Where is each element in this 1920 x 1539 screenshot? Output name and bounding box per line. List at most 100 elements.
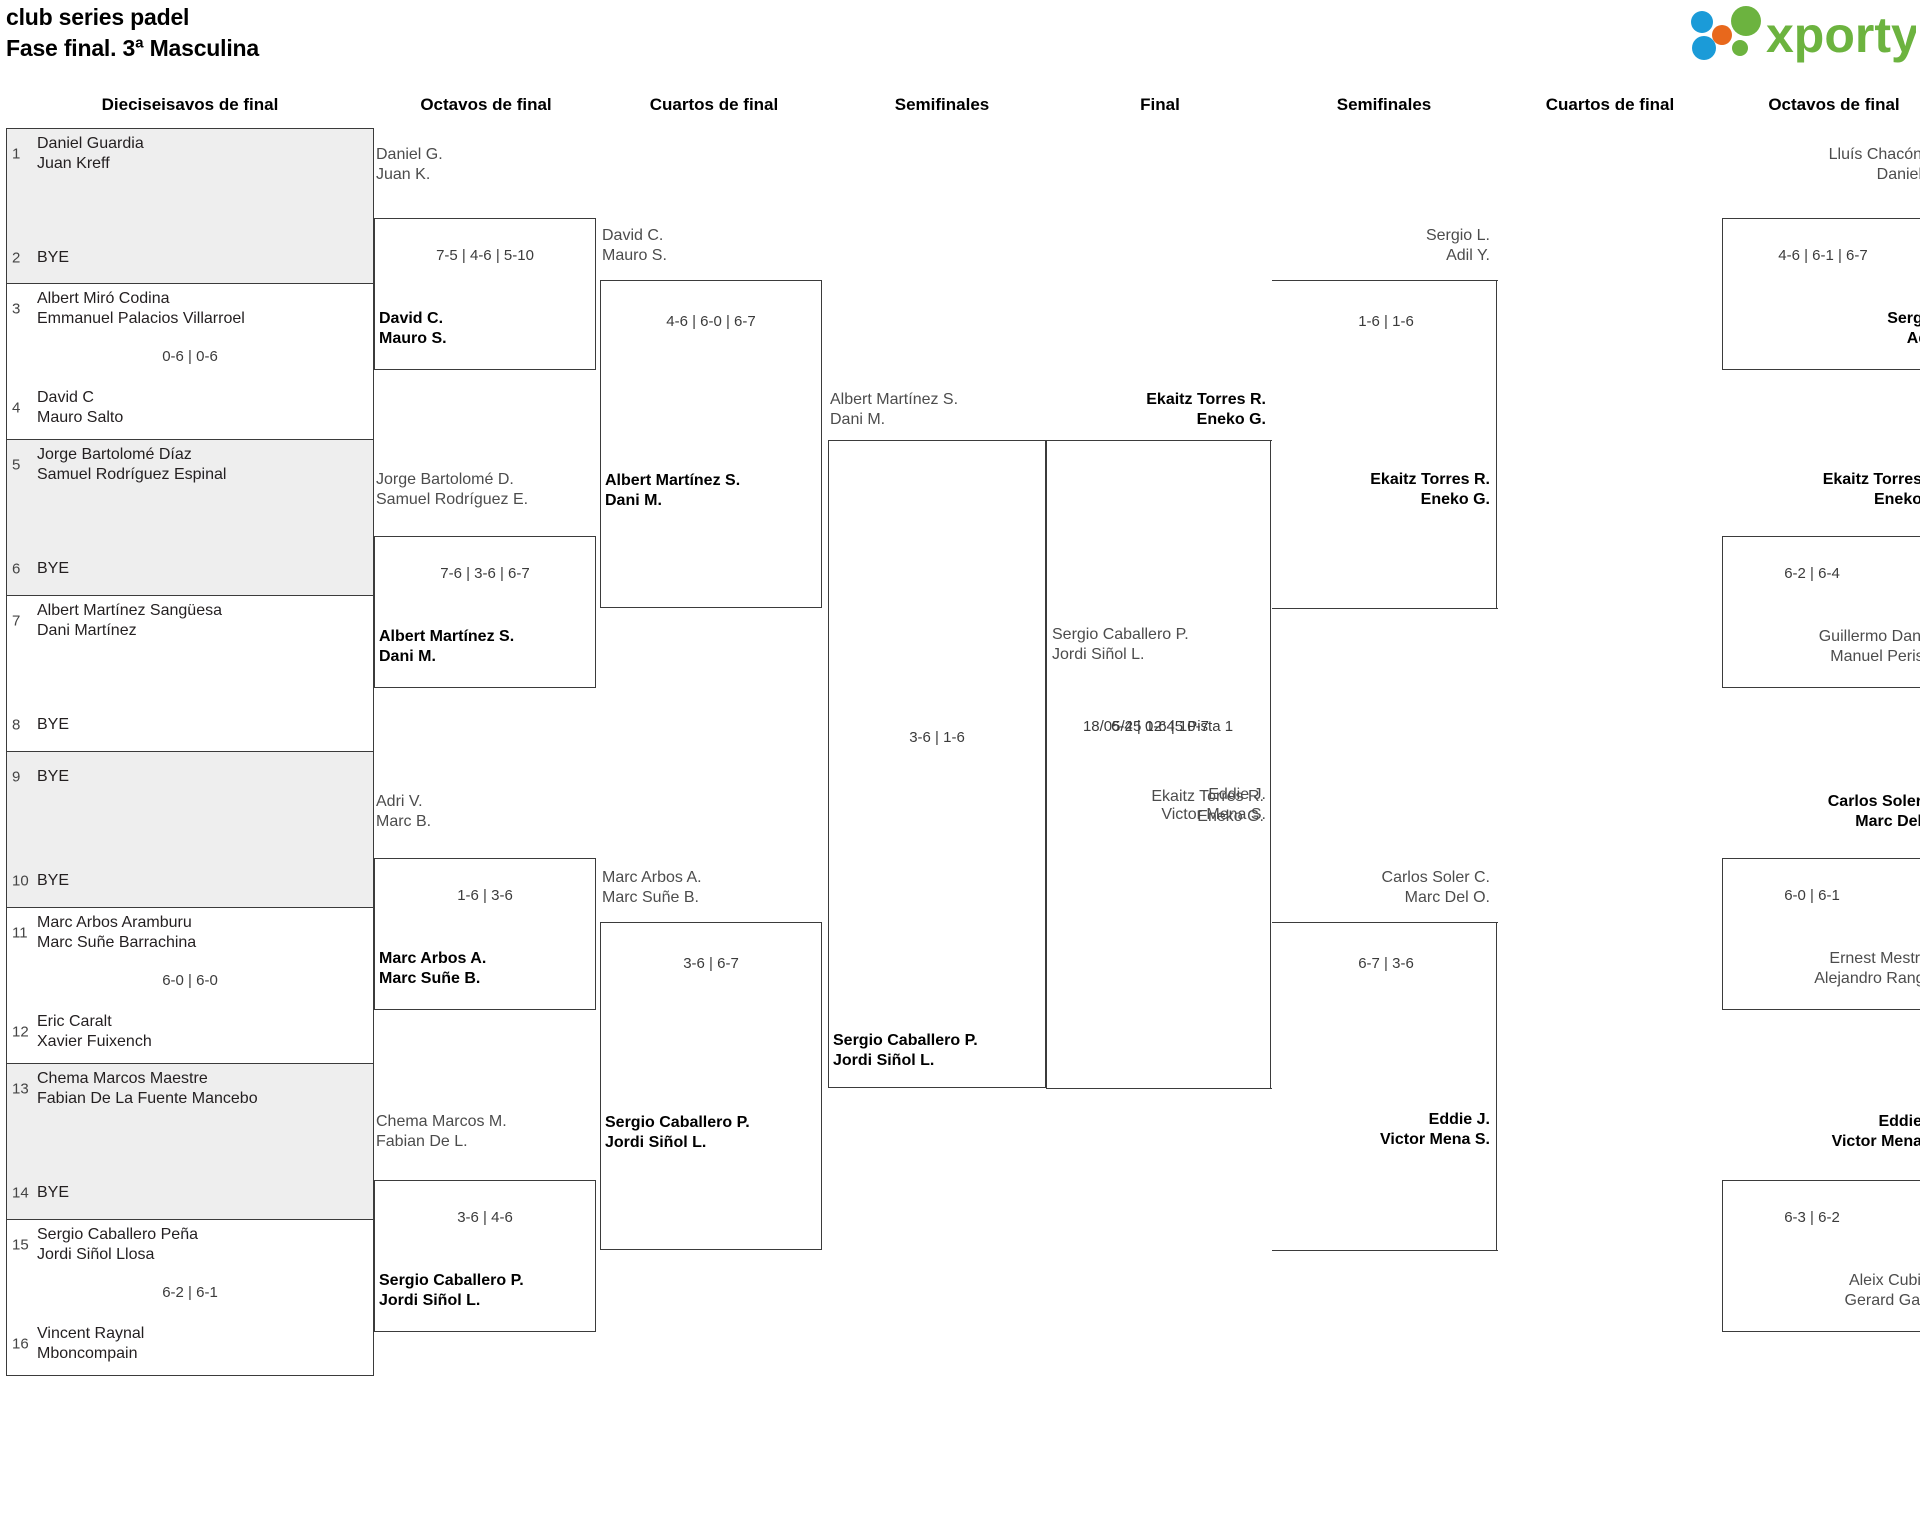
seed-number: 2 xyxy=(12,249,21,267)
match-r16r4[interactable]: 6-3 | 6-2 Aleix CubilloGerard Gaya xyxy=(1722,1180,1920,1332)
round-header-octavos-left: Octavos de final xyxy=(420,95,552,114)
match-r16l1[interactable]: 7-5 | 4-6 | 5-10 David C.Mauro S. xyxy=(374,218,596,370)
sfr1-top-connector xyxy=(1046,440,1272,442)
sfr1-bottom-connector xyxy=(1046,1088,1272,1090)
match-r16l1-score: 7-5 | 4-6 | 5-10 xyxy=(436,247,534,264)
match-r16r1-winner: SergioAdil xyxy=(1887,310,1920,347)
match-qfr1-winner: Ekaitz Torres R.Eneko G. xyxy=(1370,471,1490,508)
match-r16l2-winner: Albert Martínez S.Dani M. xyxy=(379,628,515,665)
seed-number: 9 xyxy=(12,768,21,786)
match-final-schedule: 18/05/25 12:45 Pista 1 xyxy=(1082,718,1234,735)
match-final-team-bottom: Ekaitz Torres R.Eneko G. xyxy=(1151,788,1264,825)
match-r16l4[interactable]: 3-6 | 4-6 Sergio Caballero P.Jordi Siñol… xyxy=(374,1180,596,1332)
match-r16r3[interactable]: 6-0 | 6-1 Ernest MestresAlejandro Rangel xyxy=(1722,858,1920,1010)
seed-match-score: 6-0 | 6-0 xyxy=(162,972,218,989)
seed-slot: 8 BYE xyxy=(7,702,373,748)
match-r16l2[interactable]: 7-6 | 3-6 | 6-7 Albert Martínez S.Dani M… xyxy=(374,536,596,688)
round-header-cuartos-left: Cuartos de final xyxy=(649,95,779,114)
qfr2-bottom-connector xyxy=(1272,1250,1498,1252)
seed-number: 4 xyxy=(12,399,21,417)
seed-number: 8 xyxy=(12,716,21,734)
seed-team-names: BYE xyxy=(37,1184,70,1201)
seed-team-names: BYE xyxy=(37,872,70,889)
match-r16r3-score: 6-0 | 6-1 xyxy=(1784,887,1840,904)
match-sfr1-score: 6-4 | 0-6 | 10-7 xyxy=(1111,718,1209,735)
round-header-final: Final xyxy=(1140,95,1180,114)
final-divider-left xyxy=(1046,440,1048,1088)
match-qfl1-winner: Albert Martínez S.Dani M. xyxy=(605,472,741,509)
logo-dot-orange xyxy=(1712,25,1732,45)
match-qfr2-winner: Eddie J.Victor Mena S. xyxy=(1380,1111,1490,1148)
match-r16l3-loser: Adri V.Marc B. xyxy=(376,793,432,830)
seed-slot: 14 BYE xyxy=(7,1170,373,1216)
seed-number: 13 xyxy=(12,1080,29,1098)
match-sfl1-winner: Sergio Caballero P.Jordi Siñol L. xyxy=(833,1032,978,1069)
seed-number: 7 xyxy=(12,612,21,630)
match-sfr1-winner: Ekaitz Torres R.Eneko G. xyxy=(1146,391,1266,428)
logo-dot-green-big xyxy=(1731,6,1761,36)
seed-number: 6 xyxy=(12,560,21,578)
match-r16l3[interactable]: 1-6 | 3-6 Marc Arbos A.Marc Suñe B. xyxy=(374,858,596,1010)
round-header-dieciseisavos-left: Dieciseisavos de final xyxy=(101,95,279,114)
match-r16r2-loser: Guillermo DanielManuel Periset xyxy=(1818,628,1920,665)
seed-number: 14 xyxy=(12,1184,29,1202)
qfr1-top-connector xyxy=(1272,280,1498,282)
seed-number: 1 xyxy=(12,145,21,163)
seed-match-score: 6-2 | 6-1 xyxy=(162,1284,218,1301)
match-sfl1[interactable]: 3-6 | 1-6 Sergio Caballero P.Jordi Siñol… xyxy=(828,440,1046,1088)
match-r16r1[interactable]: 4-6 | 6-1 | 6-7 SergioAdil xyxy=(1722,218,1920,370)
match-r16l2-score: 7-6 | 3-6 | 6-7 xyxy=(440,565,530,582)
match-final-team-top: Sergio Caballero P.Jordi Siñol L. xyxy=(1052,626,1189,663)
round-header-semifinales-right: Semifinales xyxy=(1336,95,1432,114)
match-qfl2[interactable]: 3-6 | 6-7 Sergio Caballero P.Jordi Siñol… xyxy=(600,922,822,1250)
round-header-octavos-right: Octavos de final xyxy=(1768,95,1900,114)
xporty-logo: xporty xyxy=(1684,4,1916,66)
seed-slot: 10 BYE xyxy=(7,858,373,904)
match-sfr1-loser: Eddie J.Victor Mena S. xyxy=(1161,786,1266,823)
match-r16l4-score: 3-6 | 4-6 xyxy=(457,1209,513,1226)
seed-pair-9-10[interactable]: 9 BYE 10 BYE xyxy=(6,752,374,908)
seed-match-score: 0-6 | 0-6 xyxy=(162,348,218,365)
seed-slot: 6 BYE xyxy=(7,546,373,592)
seed-number: 16 xyxy=(12,1335,29,1353)
match-r16r2-score: 6-2 | 6-4 xyxy=(1784,565,1840,582)
match-r16l1-loser: Daniel G.Juan K. xyxy=(376,146,443,183)
match-r16r2[interactable]: 6-2 | 6-4 Guillermo DanielManuel Periset xyxy=(1722,536,1920,688)
match-r16r1-score: 4-6 | 6-1 | 6-7 xyxy=(1778,247,1868,264)
match-r16r4-loser: Aleix CubilloGerard Gaya xyxy=(1844,1272,1920,1309)
match-qfr2-loser: Carlos Soler C.Marc Del O. xyxy=(1381,869,1490,906)
seed-team-names: BYE xyxy=(37,768,70,785)
match-r16l4-loser: Chema Marcos M.Fabian De L. xyxy=(376,1113,507,1150)
logo-dot-blue-top xyxy=(1691,11,1713,33)
seed-slot: 2 BYE xyxy=(7,235,373,281)
seed-number: 3 xyxy=(12,300,21,318)
match-sfl1-score: 3-6 | 1-6 xyxy=(909,729,965,746)
match-qfl1[interactable]: 4-6 | 6-0 | 6-7 Albert Martínez S.Dani M… xyxy=(600,280,822,608)
match-r16r3-loser: Ernest MestresAlejandro Rangel xyxy=(1814,950,1920,987)
page-title: club series padel Fase final. 3ª Masculi… xyxy=(6,2,259,64)
round-header-semifinales-left: Semifinales xyxy=(894,95,990,114)
